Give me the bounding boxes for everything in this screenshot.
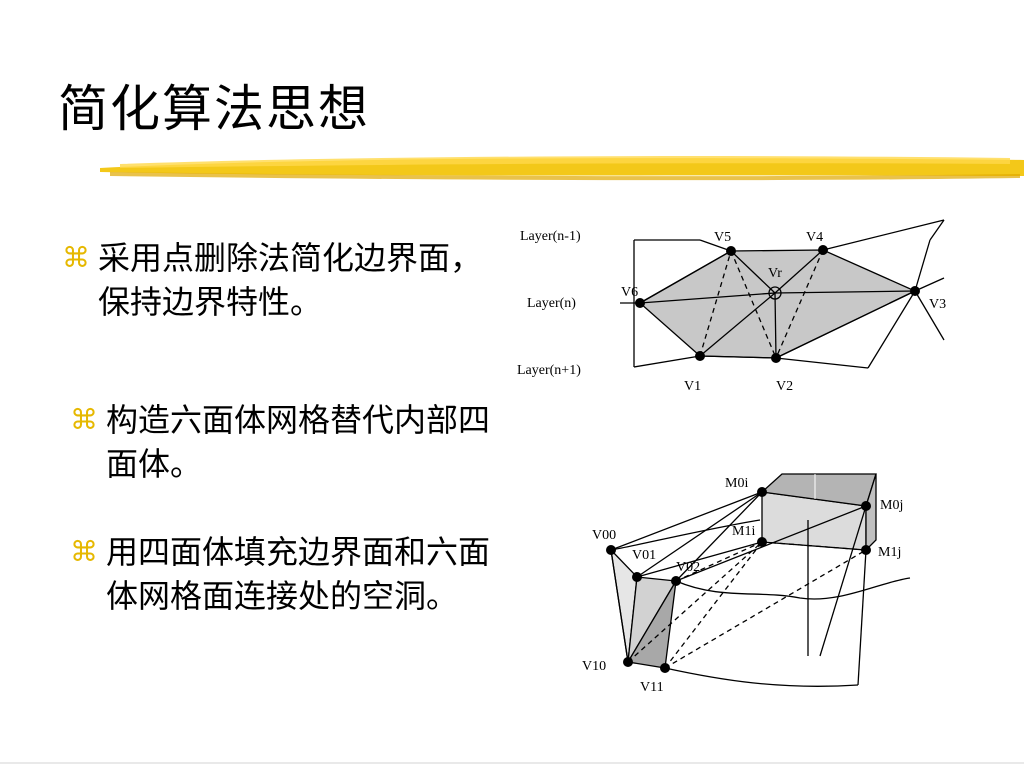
command-icon: ⌘ <box>62 241 90 274</box>
hex-fill-diagram <box>610 473 911 687</box>
footer-divider <box>0 762 1024 764</box>
label-v4: V4 <box>806 230 823 245</box>
label-v10: V10 <box>582 659 606 674</box>
label-vr: Vr <box>768 266 782 281</box>
label-layer-n-plus-1: Layer(n+1) <box>517 363 581 378</box>
label-layer-n-1: Layer(n-1) <box>520 229 581 244</box>
bullet-2-text: 构造六面体网格替代内部四面体。 <box>106 401 491 483</box>
label-v6: V6 <box>621 285 638 300</box>
label-m0i: M0i <box>725 476 748 491</box>
title-underline-brush <box>100 156 1024 181</box>
label-v00: V00 <box>592 528 616 543</box>
bullet-2: ⌘ 构造六面体网格替代内部四面体。 <box>70 398 500 486</box>
label-v3: V3 <box>929 297 946 312</box>
label-v2: V2 <box>776 379 793 394</box>
layer-diagram <box>620 219 945 369</box>
label-v01: V01 <box>632 548 656 563</box>
label-v11: V11 <box>640 680 664 695</box>
label-v02: V02 <box>676 560 700 575</box>
bullet-3-text: 用四面体填充边界面和六面体网格面连接处的空洞。 <box>106 533 491 615</box>
command-icon: ⌘ <box>70 535 98 568</box>
label-m1j: M1j <box>878 545 901 560</box>
command-icon: ⌘ <box>70 403 98 436</box>
label-v5: V5 <box>714 230 731 245</box>
label-m1i: M1i <box>732 524 755 539</box>
slide-title: 简化算法思想 <box>58 80 370 138</box>
bullet-3: ⌘ 用四面体填充边界面和六面体网格面连接处的空洞。 <box>70 530 500 618</box>
label-v1: V1 <box>684 379 701 394</box>
layer-diagram-vertices <box>635 245 920 363</box>
bullet-1-text: 采用点删除法简化边界面，保持边界特性。 <box>98 239 483 321</box>
hex-fill-diagram-vertices <box>606 487 871 673</box>
label-layer-n: Layer(n) <box>527 296 576 311</box>
label-m0j: M0j <box>880 498 903 513</box>
bullet-1: ⌘ 采用点删除法简化边界面，保持边界特性。 <box>62 236 492 324</box>
